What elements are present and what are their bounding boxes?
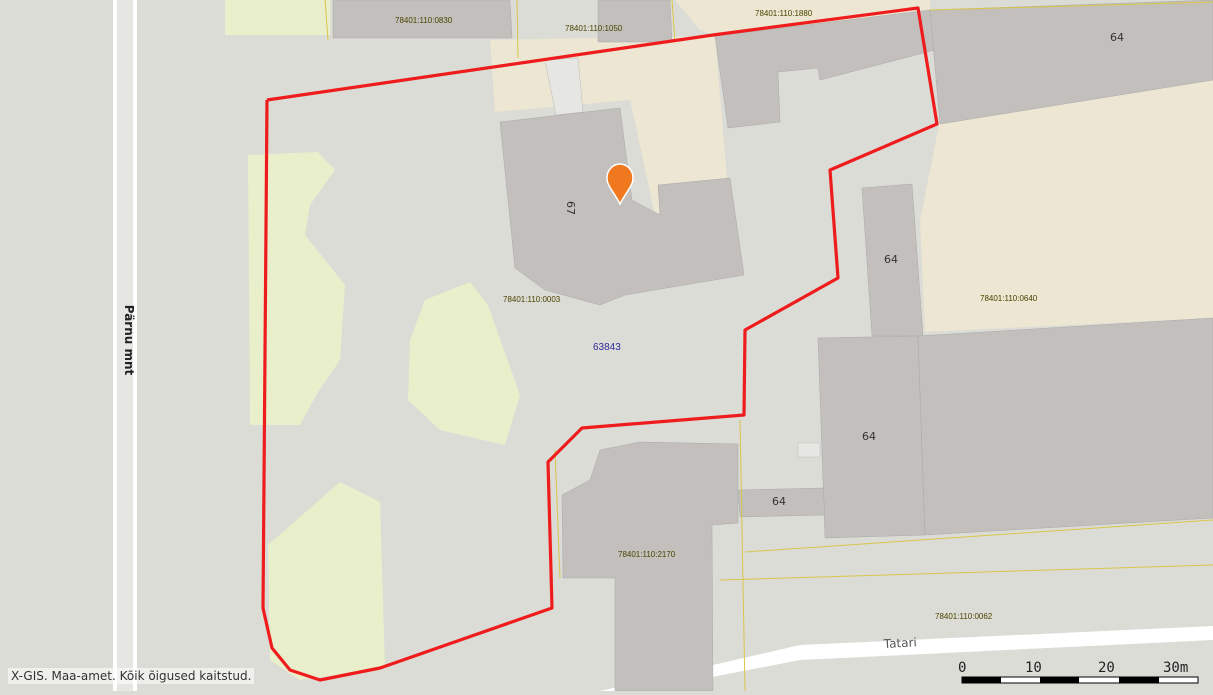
road-tatari bbox=[600, 626, 1213, 691]
cadastral-lines bbox=[324, 0, 1213, 692]
building bbox=[917, 317, 1213, 536]
scale-tick-20: 20 bbox=[1098, 660, 1115, 676]
copyright-notice: X-GIS. Maa-amet. Kõik õigused kaitstud. bbox=[8, 668, 255, 684]
property-boundary[interactable] bbox=[261, 6, 939, 682]
building bbox=[332, 0, 513, 39]
parcel-label-0640: 78401:110:0640 bbox=[980, 294, 1038, 303]
house-number-64: 64 bbox=[862, 430, 876, 443]
building bbox=[597, 0, 673, 43]
parcel-label-2170: 78401:110:2170 bbox=[618, 550, 676, 559]
scale-tick-0: 0 bbox=[958, 660, 966, 676]
building-64 bbox=[929, 0, 1213, 125]
residential-area bbox=[675, 0, 930, 36]
scale-tick-10: 10 bbox=[1025, 660, 1042, 676]
map-pin-icon[interactable] bbox=[606, 163, 634, 206]
scale-bar: 0 10 20 30m bbox=[958, 660, 1199, 684]
building bbox=[544, 57, 584, 116]
house-number-64: 64 bbox=[884, 253, 898, 266]
parcel-label-1050: 78401:110:1050 bbox=[565, 24, 623, 33]
building bbox=[797, 442, 821, 458]
house-number-67: 67 bbox=[564, 201, 577, 215]
house-number-64: 64 bbox=[772, 495, 786, 508]
parcel-label-0003: 78401:110:0003 bbox=[503, 295, 561, 304]
house-number-64: 64 bbox=[1110, 31, 1124, 44]
scale-tick-30m: 30m bbox=[1163, 660, 1188, 676]
green-area bbox=[225, 0, 330, 35]
green-area bbox=[408, 282, 520, 445]
parcel-label-1880: 78401:110:1880 bbox=[755, 9, 813, 18]
green-area bbox=[248, 152, 345, 425]
road-parnu-inner bbox=[117, 0, 133, 691]
parcel-label-0062: 78401:110:0062 bbox=[935, 612, 993, 621]
parcel-label-0830: 78401:110:0830 bbox=[395, 16, 453, 25]
building-64 bbox=[737, 487, 826, 518]
residential-area bbox=[920, 80, 1213, 332]
street-label-tatari: Tatari bbox=[882, 635, 917, 651]
street-label-parnu: Pärnu mnt bbox=[122, 305, 136, 376]
address-id-label: 63843 bbox=[593, 342, 621, 353]
green-area bbox=[268, 482, 385, 680]
